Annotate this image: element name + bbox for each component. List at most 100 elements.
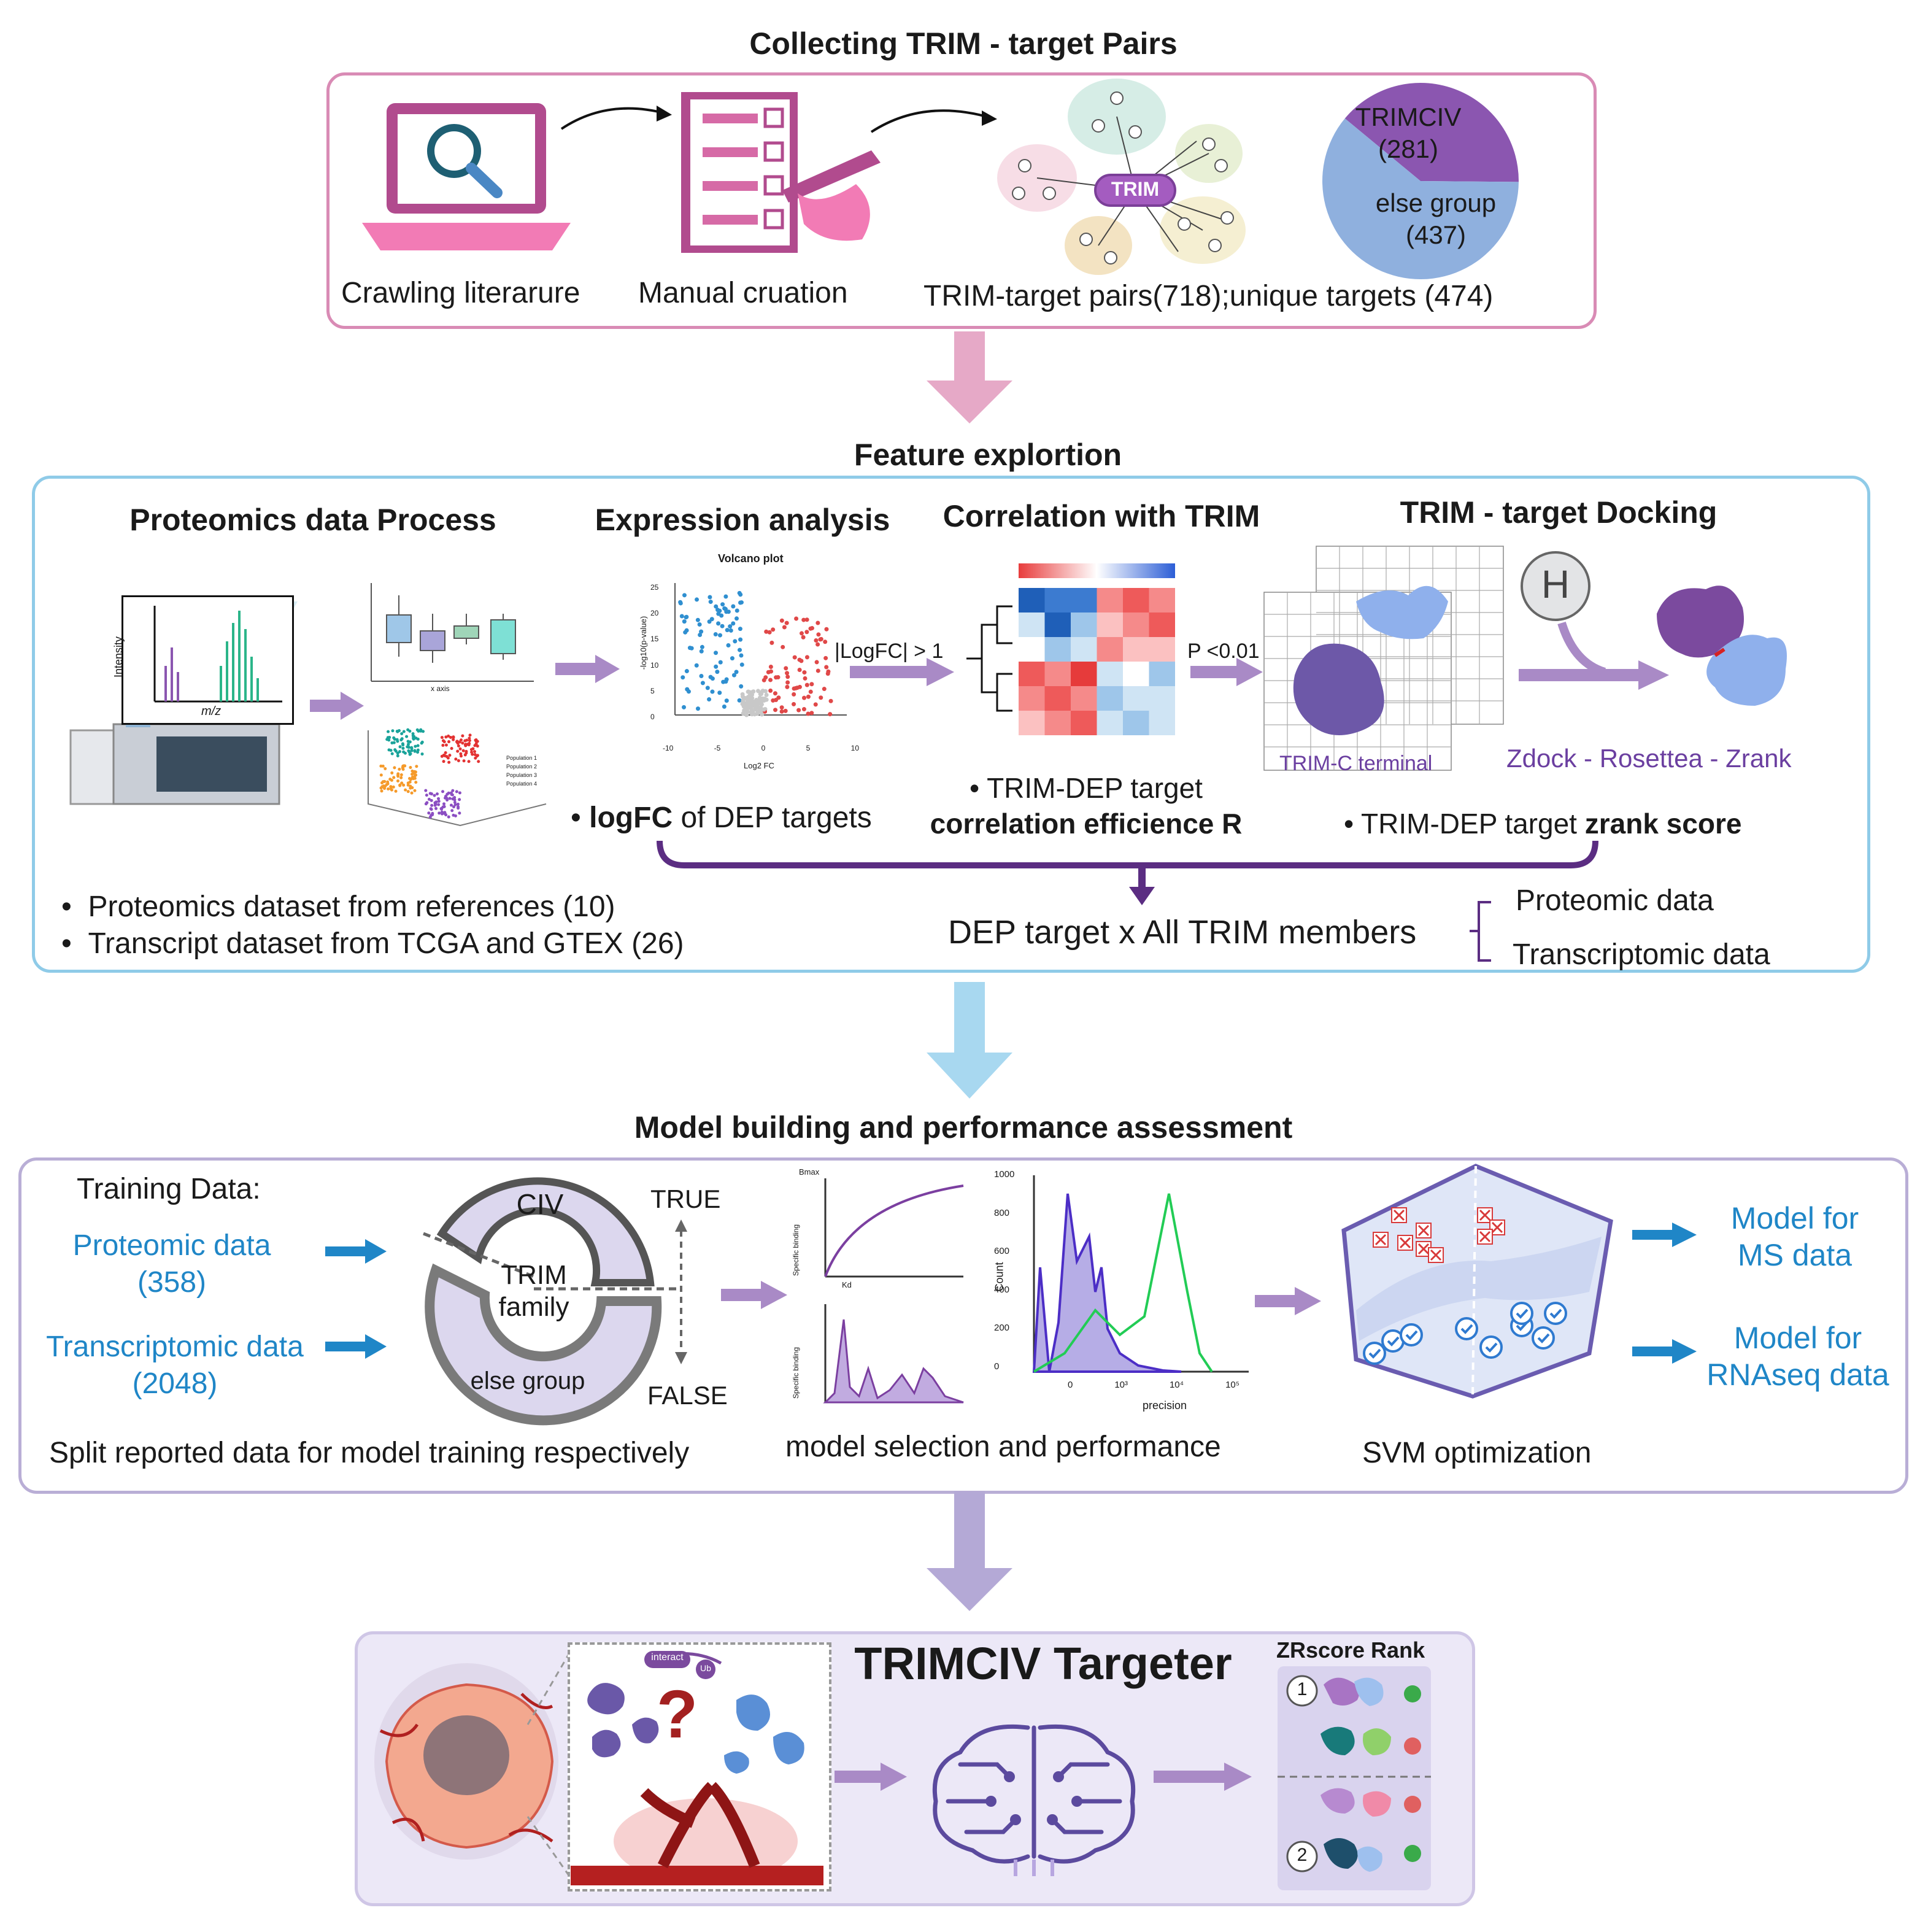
pie-slice-trimciv	[1344, 83, 1519, 182]
trim-network-icon	[997, 79, 1246, 275]
scatter-point	[422, 730, 425, 733]
scatter-point	[440, 736, 444, 740]
volcano-point	[779, 705, 784, 710]
step-crawling-label: Crawling literarure	[341, 277, 580, 309]
svm-negative-marker	[1391, 1207, 1407, 1223]
scatter-point	[455, 740, 459, 743]
heatmap-cell	[1071, 637, 1097, 662]
volcano-xticks: -10 -5 0 5 10	[663, 744, 859, 752]
col2-title: Expression analysis	[595, 503, 890, 537]
svm-positive-marker	[1363, 1342, 1386, 1365]
training-title: Training Data:	[77, 1173, 261, 1205]
scatter-point	[474, 742, 478, 746]
heatmap-cell	[1044, 662, 1071, 686]
volcano-ytick: 10	[650, 660, 659, 670]
volcano-point	[760, 712, 765, 717]
volcano-point	[828, 698, 833, 703]
volcano-point	[806, 694, 811, 699]
scatter-point	[382, 784, 385, 788]
scatter-point	[410, 791, 414, 795]
volcano-point	[773, 708, 778, 713]
volcano-point	[722, 704, 727, 709]
volcano-point	[823, 639, 828, 644]
heatmap-cell	[1149, 588, 1175, 612]
scatter-point	[455, 790, 458, 794]
scatter-point	[400, 732, 404, 735]
bullet-zrank: • TRIM-DEP target zrank score	[1344, 807, 1741, 840]
histogram-ytick: 1000	[994, 1169, 1015, 1180]
training-transcriptomic-count: (2048)	[132, 1367, 218, 1400]
split-caption: Split reported data for model training r…	[49, 1437, 690, 1469]
model-rna-line1: Model for	[1733, 1321, 1862, 1355]
volcano-point	[749, 706, 754, 711]
scatter-point	[381, 780, 385, 784]
volcano-point	[826, 669, 831, 674]
section1-title: Collecting TRIM - target Pairs	[749, 26, 1178, 61]
volcano-point	[697, 622, 702, 627]
scatter-point	[410, 749, 414, 752]
dataset-item-proteomics-text: Proteomics dataset from references (10)	[88, 891, 615, 923]
scatter-point	[453, 798, 457, 802]
scatter-point	[415, 765, 418, 768]
scatter-point	[452, 738, 455, 741]
scatter-point	[391, 729, 395, 733]
scatter-point	[430, 803, 434, 807]
volcano-point	[804, 630, 809, 635]
volcano-point	[734, 670, 739, 674]
heatmap-cell	[1123, 588, 1149, 612]
volcano-point	[738, 637, 743, 642]
volcano-point	[696, 706, 701, 711]
scatter-point	[456, 749, 460, 753]
ring-center-line2: family	[498, 1292, 569, 1322]
branch-bracket	[1470, 901, 1491, 962]
svm-positive-marker	[1455, 1317, 1478, 1340]
heatmap-cell	[1071, 711, 1097, 735]
scatter-point	[384, 767, 387, 771]
volcano-point	[802, 695, 807, 700]
volcano-xtick: -10	[663, 744, 674, 752]
volcano-point	[740, 701, 745, 706]
volcano-point	[739, 600, 744, 605]
scatter-point	[447, 734, 450, 738]
combined-label: DEP target x All TRIM members	[948, 914, 1417, 951]
col4-title: TRIM - target Docking	[1400, 495, 1718, 530]
volcano-point	[809, 626, 814, 631]
svm-negative-marker	[1373, 1232, 1389, 1248]
volcano-point	[707, 697, 712, 702]
scatter-point	[408, 752, 412, 756]
volcano-point	[695, 597, 700, 602]
scatter-point	[411, 769, 414, 773]
performance-caption: model selection and performance	[785, 1431, 1221, 1463]
volcano-point	[779, 709, 784, 714]
section1-panel	[326, 72, 1597, 329]
scatter-point	[417, 729, 420, 733]
correlation-heatmap	[966, 563, 1175, 735]
heatmap-cell	[1019, 711, 1045, 735]
network-center-label: TRIM	[1111, 178, 1160, 200]
scatter-point	[458, 747, 462, 751]
bmax-label: Bmax	[799, 1167, 820, 1177]
dataset-item-transcript-text: Transcript dataset from TCGA and GTEX (2…	[88, 927, 684, 960]
scatter-point	[461, 734, 465, 738]
pie-slice-else-group	[1322, 118, 1519, 280]
volcano-point	[815, 620, 820, 625]
scatter-point	[463, 743, 467, 746]
volcano-point	[764, 629, 769, 634]
volcano-title: Volcano plot	[718, 552, 784, 565]
histogram-xtick: 10⁴	[1169, 1380, 1184, 1390]
scatter-point	[399, 738, 403, 742]
arrow-heatmap-to-docking	[1190, 658, 1263, 686]
volcano-point	[738, 592, 743, 597]
volcano-point	[750, 699, 755, 704]
svm-negative-marker	[1477, 1229, 1493, 1245]
scatter-point	[387, 748, 391, 752]
model-ms-line2: MS data	[1737, 1238, 1853, 1272]
volcano-point	[716, 621, 721, 626]
scatter-legend: Population 1 Population 2 Population 3 P…	[506, 754, 537, 788]
volcano-point	[785, 680, 790, 685]
heatmap-cell	[1044, 686, 1071, 711]
scatter-point	[388, 735, 391, 739]
cluster-scatter-plot	[368, 728, 547, 827]
volcano-point	[813, 702, 818, 707]
volcano-point	[815, 642, 820, 647]
